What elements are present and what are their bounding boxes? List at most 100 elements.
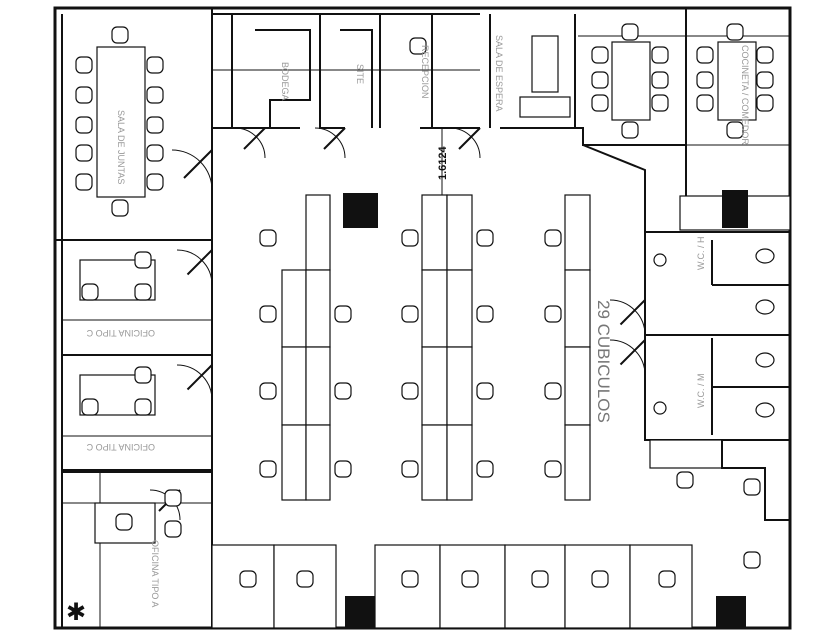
chair-icon — [134, 251, 152, 269]
door-swing — [458, 127, 481, 150]
chair-icon — [651, 71, 669, 89]
chair-icon — [81, 283, 99, 301]
chair-icon — [743, 478, 761, 496]
room-label-recepcion: RECEPCION — [420, 45, 430, 99]
desk — [281, 424, 307, 501]
room-label-cocineta: COCINETA / COMEDOR — [740, 45, 750, 145]
chair-icon — [401, 305, 419, 323]
chair-icon — [696, 94, 714, 112]
chair-icon — [259, 229, 277, 247]
chair-icon — [591, 46, 609, 64]
chair-icon — [134, 366, 152, 384]
chair-icon — [81, 398, 99, 416]
chair-icon — [544, 382, 562, 400]
chair-icon — [476, 229, 494, 247]
chair-icon — [476, 460, 494, 478]
desk — [421, 194, 448, 271]
chair-icon — [259, 305, 277, 323]
chair-icon — [401, 382, 419, 400]
chair-icon — [75, 116, 93, 134]
door-arc — [176, 249, 213, 286]
room-label-oficina-a: OFICINA TIPO A — [150, 540, 160, 607]
chair-icon — [111, 26, 129, 44]
chair-icon — [409, 37, 427, 55]
chair-icon — [334, 382, 352, 400]
desk — [531, 35, 559, 93]
chair-icon — [531, 570, 549, 588]
chair-icon — [115, 513, 133, 531]
room-label-oficina-c2: OFICINA TIPO C — [86, 442, 155, 452]
desk — [564, 346, 591, 426]
chair-icon — [296, 570, 314, 588]
chair-icon — [591, 570, 609, 588]
chair-icon — [726, 121, 744, 139]
door-arc — [609, 299, 646, 336]
door-swing — [186, 364, 213, 391]
room-label-sala-espera: SALA DE ESPERA — [494, 35, 504, 112]
door-arc — [449, 127, 481, 159]
door-arc — [234, 127, 266, 159]
desk — [717, 41, 757, 121]
door-arc — [171, 149, 213, 191]
door-swing — [323, 127, 346, 150]
chair-icon — [544, 460, 562, 478]
chair-icon — [164, 489, 182, 507]
chair-icon — [164, 520, 182, 538]
desk — [421, 269, 448, 348]
chair-icon — [75, 86, 93, 104]
chair-icon — [676, 471, 694, 489]
plant-icon: ✱ — [66, 599, 86, 626]
toilet-icon — [755, 248, 775, 264]
chair-icon — [146, 116, 164, 134]
chair-icon — [621, 121, 639, 139]
sink-icon — [653, 401, 667, 415]
desk — [446, 424, 473, 501]
chair-icon — [696, 46, 714, 64]
toilet-icon — [755, 402, 775, 418]
chair-icon — [334, 305, 352, 323]
door-swing — [186, 249, 213, 276]
desk — [446, 346, 473, 426]
desk — [305, 194, 331, 271]
door-arc — [176, 364, 213, 401]
room-label-bodega: BODEGA — [280, 62, 290, 101]
desk — [421, 424, 448, 501]
chair-icon — [651, 46, 669, 64]
chair-icon — [651, 94, 669, 112]
chair-icon — [146, 86, 164, 104]
desk — [519, 96, 571, 118]
chair-icon — [239, 570, 257, 588]
desk — [305, 424, 331, 501]
chair-icon — [75, 144, 93, 162]
chair-icon — [259, 382, 277, 400]
chair-icon — [111, 199, 129, 217]
door-swing — [183, 149, 213, 179]
chair-icon — [756, 94, 774, 112]
structural-column — [722, 190, 748, 228]
dimension-label: 1.6124 — [437, 145, 449, 180]
desk — [421, 346, 448, 426]
chair-icon — [134, 283, 152, 301]
chair-icon — [461, 570, 479, 588]
room-label-wc-m: W.C. / M — [696, 374, 706, 409]
chair-icon — [544, 305, 562, 323]
chair-icon — [743, 551, 761, 569]
door-arc — [609, 339, 646, 376]
chair-icon — [75, 56, 93, 74]
chair-icon — [146, 144, 164, 162]
desk — [96, 46, 146, 198]
chair-icon — [146, 173, 164, 191]
chair-icon — [726, 23, 744, 41]
room-label-oficina-c1: OFICINA TIPO C — [86, 328, 155, 338]
structural-column — [345, 596, 375, 628]
desk — [564, 269, 591, 348]
chair-icon — [476, 382, 494, 400]
room-label-cubiculos: 29 CUBICULOS — [594, 300, 613, 423]
toilet-icon — [755, 299, 775, 315]
desk — [446, 194, 473, 271]
desk — [281, 346, 307, 426]
desk — [305, 346, 331, 426]
desk — [281, 269, 307, 348]
desk — [564, 194, 591, 271]
